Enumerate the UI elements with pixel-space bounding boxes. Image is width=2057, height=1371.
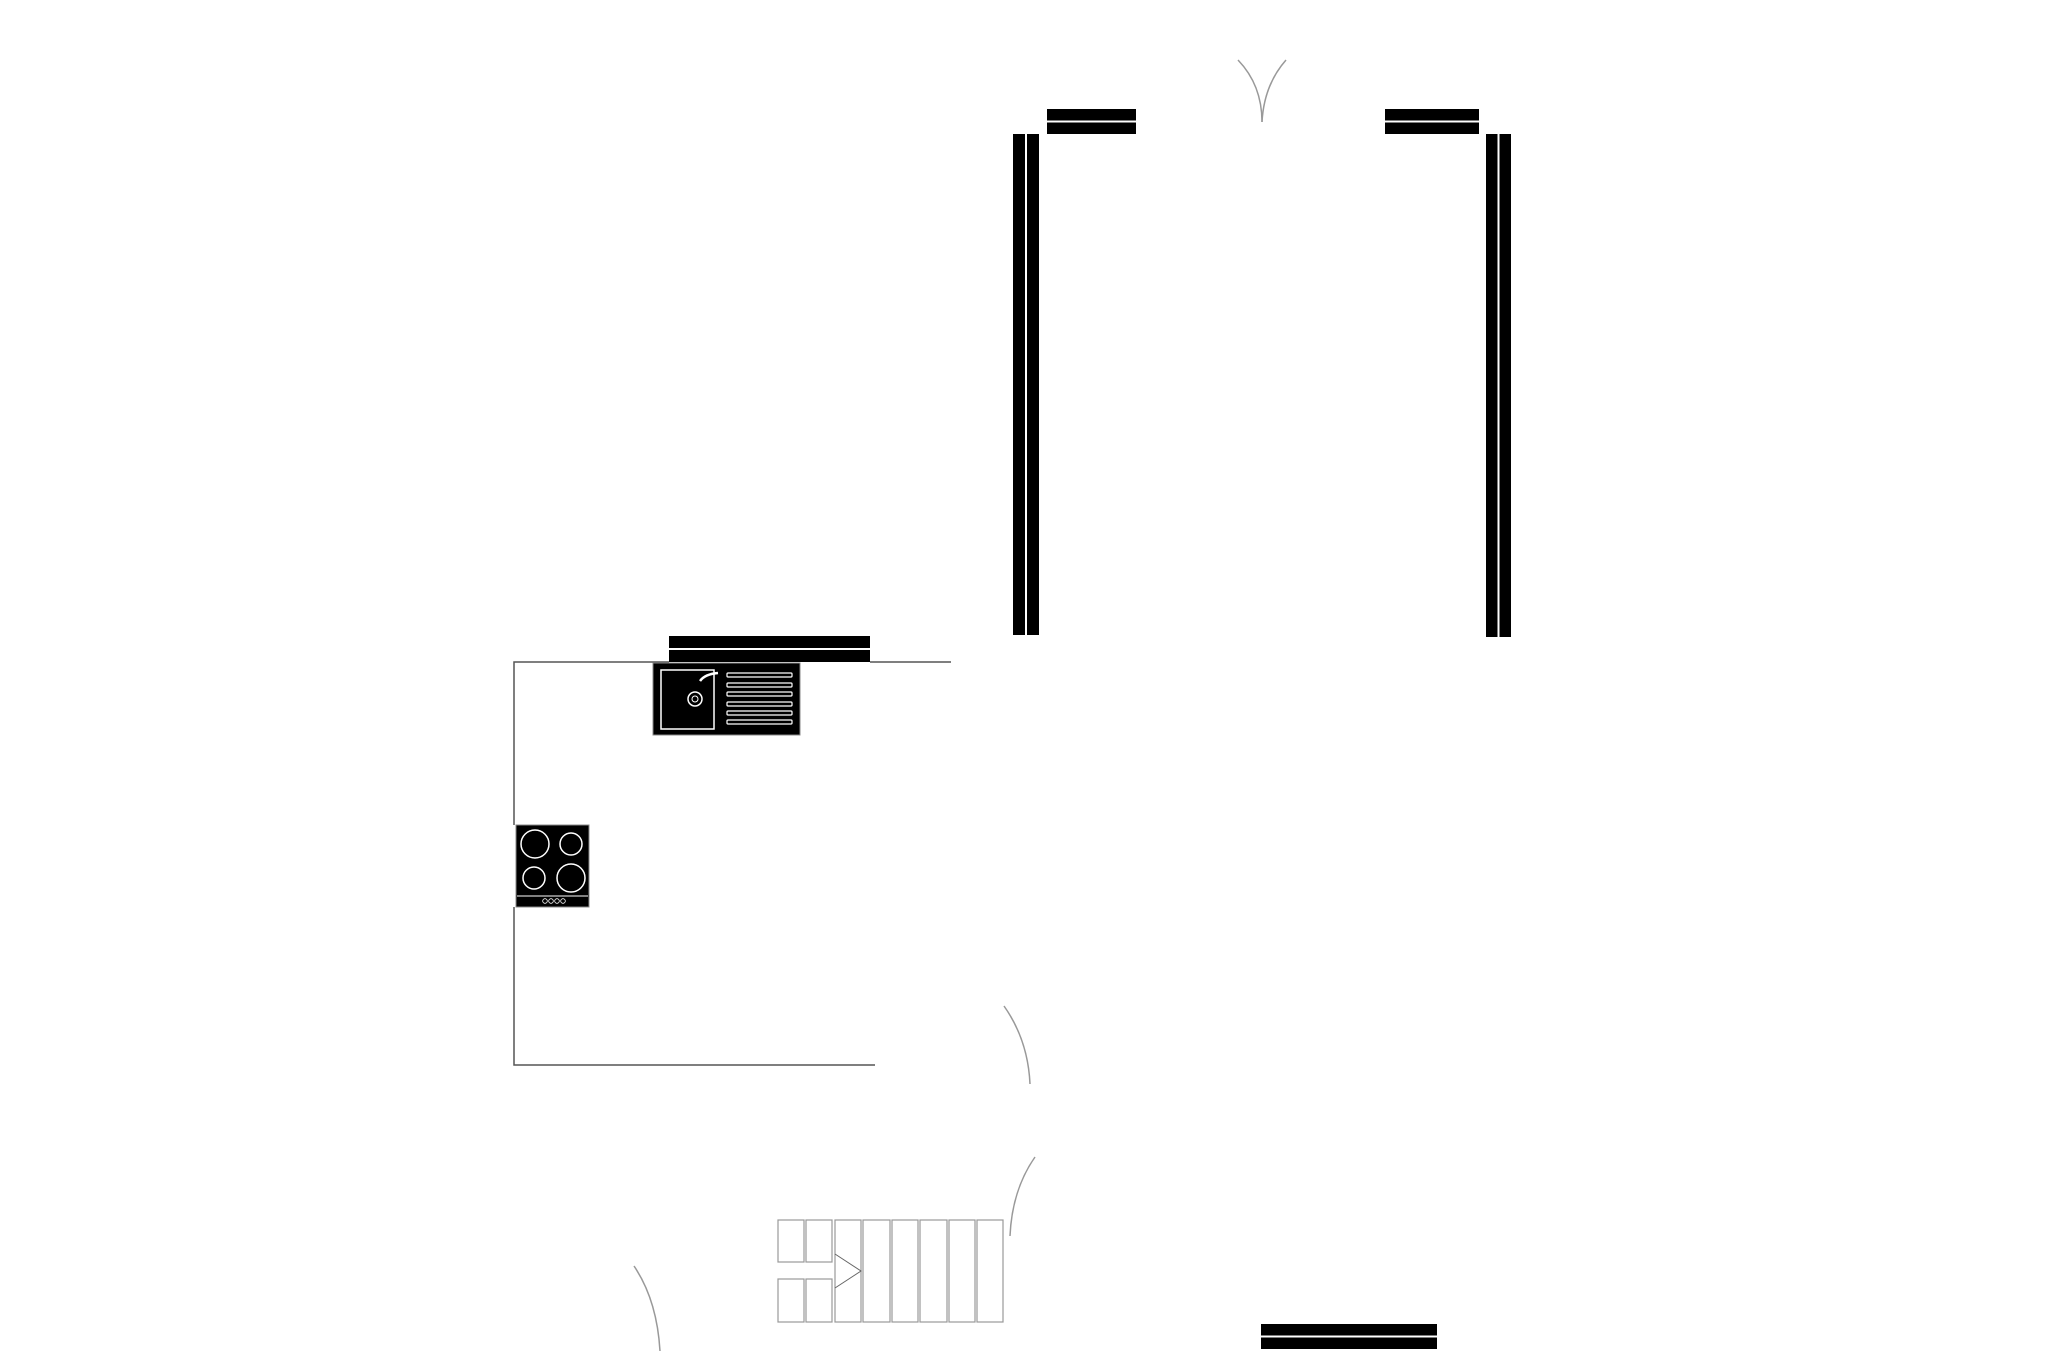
sink-icon — [652, 662, 801, 736]
wall-right-vertical — [1486, 134, 1511, 637]
door-arc-top-right — [1261, 59, 1287, 123]
kitchen-counter-outline — [513, 661, 951, 1066]
door-arc-top-left — [1237, 59, 1263, 123]
stairs-direction-arrow — [834, 1253, 862, 1289]
cooktop-icon — [515, 824, 590, 908]
wall-kitchen-window — [669, 636, 870, 662]
wall-left-vertical — [1013, 134, 1039, 635]
wall-top-left — [1047, 109, 1136, 134]
wall-bottom — [1261, 1324, 1437, 1349]
wall-top-right — [1385, 109, 1479, 134]
door-arc-lower — [1009, 1156, 1036, 1237]
door-arc-bottom-left — [633, 1265, 661, 1352]
stairs-icon — [777, 1219, 1004, 1323]
door-arc-middle — [1003, 1005, 1031, 1085]
